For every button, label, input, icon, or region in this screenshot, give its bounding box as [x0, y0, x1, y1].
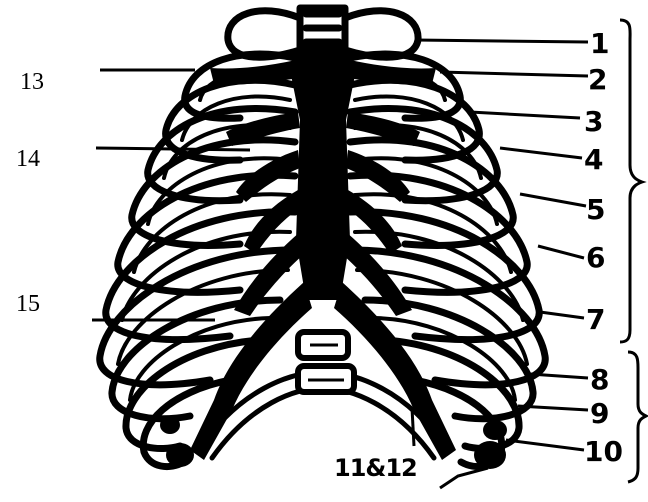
leader-line-8 [530, 374, 588, 378]
leader-line-2 [440, 72, 588, 76]
label-3: 3 [584, 108, 603, 136]
leader-line-11-12-a [412, 408, 414, 446]
leader-line-6 [538, 246, 584, 258]
label-8: 8 [590, 366, 609, 394]
leader-line-5 [520, 194, 586, 206]
bracket-false-ribs [628, 352, 646, 482]
leader-line-3 [470, 112, 580, 118]
label-7: 7 [586, 306, 605, 334]
label-9: 9 [590, 400, 609, 428]
leader-line-14 [96, 148, 250, 150]
label-11-12: 11&12 [334, 456, 417, 480]
label-4: 4 [584, 146, 603, 174]
label-10: 10 [584, 438, 623, 466]
bracket-true-ribs [620, 20, 642, 342]
brackets [620, 20, 646, 482]
leader-line-10 [506, 440, 584, 450]
leader-line-7 [540, 312, 584, 318]
leader-line-11-12-b [440, 468, 488, 488]
leader-line-1 [415, 40, 588, 42]
leader-line-4 [500, 148, 582, 158]
label-2: 2 [588, 66, 607, 94]
label-15: 15 [16, 292, 40, 316]
label-14: 14 [16, 147, 40, 171]
label-5: 5 [586, 196, 605, 224]
label-1: 1 [590, 30, 609, 58]
label-6: 6 [586, 244, 605, 272]
vertebral-bodies [298, 332, 354, 392]
label-13: 13 [20, 70, 44, 94]
